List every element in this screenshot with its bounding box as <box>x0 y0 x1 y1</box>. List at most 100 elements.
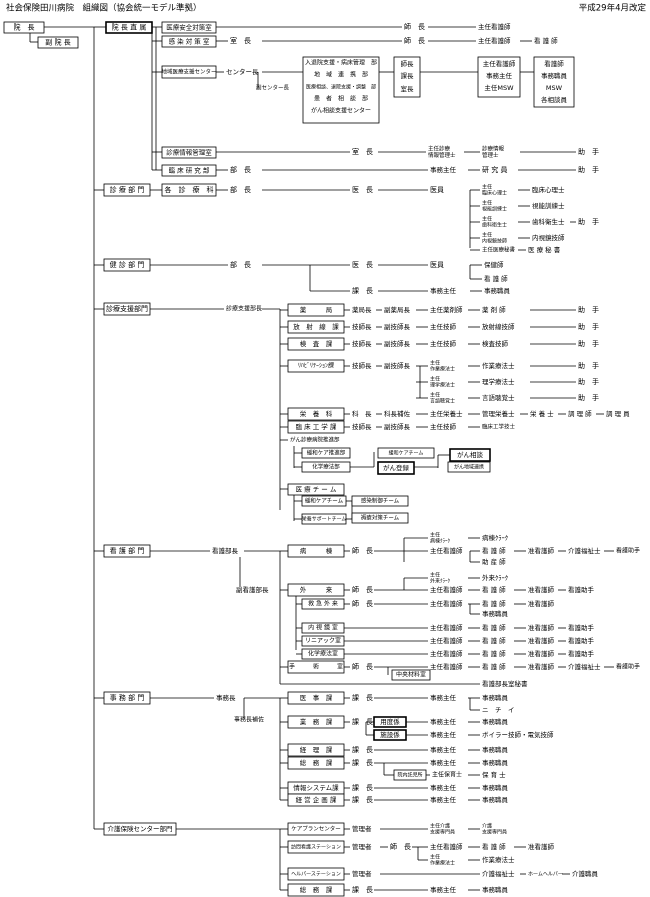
role-label: 検査技師 <box>482 339 509 348</box>
role-label: 病棟ｸﾗｰｸ <box>430 538 451 545</box>
role-label: 看 護 師 <box>482 662 506 671</box>
role-label: 助 手 <box>578 322 599 331</box>
role-label: 事務職員 <box>482 745 509 754</box>
role-label: 部 長 <box>230 260 251 269</box>
chemo-room-nursing-label: 化学療法室 <box>308 650 338 658</box>
role-label: 介護福祉士 <box>568 546 601 555</box>
role-label: 事務主任 <box>486 71 513 80</box>
role-label: 主任看護師 <box>483 59 516 68</box>
cancer-registry-label: がん登録 <box>383 463 410 472</box>
role-label: 医 長 <box>352 261 373 269</box>
vice-director-box <box>37 36 79 49</box>
role-label: 室 長 <box>230 36 251 45</box>
role-label: 助 手 <box>578 361 599 370</box>
role-label: 事務職員 <box>482 693 509 702</box>
role-label: 副技師長 <box>384 322 411 331</box>
nursing-dept-label: 看 護 部 門 <box>110 546 145 555</box>
role-label: 各相談員 <box>541 95 568 104</box>
role-label: 師 長 <box>352 599 373 608</box>
role-label: 看 護 師 <box>482 649 506 658</box>
infection-office-box <box>161 35 217 48</box>
role-label: 事務主任 <box>430 165 457 174</box>
regional-staff-box <box>533 56 575 108</box>
role-label: 准看護師 <box>528 546 555 555</box>
care-plan-label: ケアプランセンター <box>291 825 341 833</box>
helper-station-label: ヘルパーステーション <box>291 872 341 878</box>
role-label: 事務職員 <box>482 609 509 618</box>
role-label: 看護助手 <box>568 636 595 645</box>
role-label: 看 護 師 <box>484 274 508 283</box>
role-label: 調 理 員 <box>606 409 630 418</box>
role-label: 看護部長室秘書 <box>482 679 528 688</box>
clinical-research-label: 臨 床 研 究 部 <box>169 166 210 175</box>
role-label: 課 長 <box>352 745 373 754</box>
role-label: 歯科衛生士 <box>482 222 507 229</box>
info-mgmt-office-label: 診療情報管理室 <box>166 148 212 157</box>
role-label: 看護助手 <box>616 547 640 555</box>
role-label: 保 育 士 <box>482 770 506 779</box>
safety-office-label: 医療安全対策室 <box>166 23 212 32</box>
role-label: 師長 <box>401 59 415 68</box>
central-material-box <box>391 669 431 681</box>
care-general-label: 総 務 課 <box>300 885 333 894</box>
role-label: 助 手 <box>578 165 599 174</box>
role-label: 課 長 <box>352 717 373 726</box>
role-label: 准看護師 <box>528 599 555 608</box>
role-label: 内視鏡技師 <box>482 238 507 245</box>
role-label: 情報管理士 <box>428 151 456 159</box>
role-label: ボイラー技師・電気技師 <box>482 730 554 739</box>
role-label: 主任看護師 <box>430 585 463 594</box>
regional-unit-label: 地 域 連 携 部 <box>314 71 368 79</box>
revision-date: 平成29年4月改定 <box>579 3 647 14</box>
lab-label: 検 査 課 <box>300 339 333 348</box>
role-label: 看 護 師 <box>482 842 506 851</box>
role-label: 技師長 <box>352 422 372 431</box>
role-label: 介護職員 <box>572 869 599 878</box>
pharmacy-label: 薬 局 <box>300 305 333 314</box>
director-box <box>3 21 45 34</box>
regional-unit-label: 医療相談、退院支援・調整 部 <box>306 84 376 91</box>
radiology-label: 放 射 線 課 <box>293 322 339 331</box>
role-label: 介護福祉士 <box>568 662 601 671</box>
role-label: 薬局長 <box>352 305 372 314</box>
admin-general-label: 総 務 課 <box>300 758 333 767</box>
role-label: 臨床心理士 <box>482 190 507 197</box>
role-label: 准看護師 <box>528 585 555 594</box>
role-label: 課 長 <box>352 758 373 767</box>
ict-team-box <box>351 495 409 507</box>
role-label: 主任診療 <box>428 144 451 152</box>
role-label: 事務職員 <box>482 717 509 726</box>
ward-label: 病 棟 <box>300 546 333 555</box>
role-label: 主任 <box>430 532 440 539</box>
role-label: 放射線技師 <box>482 322 515 331</box>
cancer-center-label: がん診療病院推進部 <box>290 436 340 444</box>
medical-affairs-label: 医 事 課 <box>300 693 333 702</box>
role-label: 看護助手 <box>568 649 595 658</box>
role-label: 主任 <box>482 232 492 239</box>
role-label: 准看護師 <box>528 842 555 851</box>
endoscopy-label: 内 視 鏡 室 <box>308 624 338 632</box>
nursery-label: 院内託児所 <box>397 772 422 779</box>
role-label: 師 長 <box>404 22 425 31</box>
emergency-label: 救 急 外 来 <box>308 600 338 608</box>
role-label: 事務長 <box>216 693 236 702</box>
role-label: 管理士 <box>482 151 499 159</box>
role-label: 部 長 <box>230 185 251 194</box>
role-label: 課 長 <box>352 795 373 804</box>
regional-unit-label: 入退院支援・病床管理 部 <box>305 59 377 67</box>
role-label: 作業療法士 <box>430 860 455 867</box>
role-label: 看護助手 <box>616 663 640 671</box>
role-label: 課長 <box>401 71 415 80</box>
role-label: 准看護師 <box>528 623 555 632</box>
regional-unit-label: 患 者 相 談 部 <box>314 95 368 103</box>
role-label: 主任 <box>430 854 440 861</box>
role-label: 視能訓練士 <box>482 206 507 213</box>
infection-office-label: 感 染 対 策 室 <box>169 37 210 46</box>
role-label: 事務主任 <box>430 745 457 754</box>
regional-heads-box <box>393 56 421 98</box>
role-label: 助 手 <box>578 217 599 226</box>
role-label: 薬 剤 師 <box>482 305 506 314</box>
role-label: 事務職員 <box>482 885 509 894</box>
role-label: 主任薬剤師 <box>430 305 463 314</box>
role-label: 外来ｸﾗｰｸ <box>430 578 451 585</box>
